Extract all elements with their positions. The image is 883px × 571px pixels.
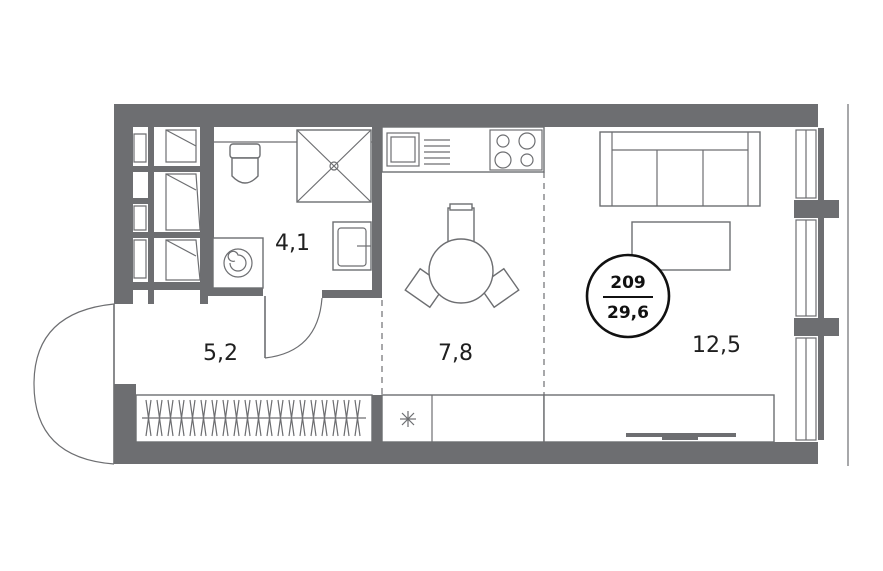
bathroom-door[interactable] (264, 296, 323, 359)
sofa-icon (599, 131, 761, 207)
wardrobe-hangers (145, 399, 361, 437)
entrance-door[interactable] (33, 303, 115, 465)
sink-icon (332, 221, 372, 271)
unit-total-area: 29,6 (607, 303, 649, 323)
area-label-living: 12,5 (692, 333, 741, 358)
toilet-icon (229, 143, 261, 184)
kitchen-sink-icon (386, 132, 450, 167)
exterior-walls (114, 104, 839, 464)
windows-right (795, 129, 817, 441)
shower-tray-icon (296, 129, 372, 203)
area-label-hallway: 5,2 (203, 341, 238, 366)
bathroom: 4,1 (208, 127, 382, 298)
tv-icon (626, 433, 736, 440)
dining-table (404, 203, 520, 309)
kitchen: 7,8 (381, 126, 545, 443)
washing-machine-icon (212, 237, 264, 289)
unit-badge: 209 29,6 (585, 253, 671, 339)
hanger-lines (145, 399, 361, 437)
area-label-kitchen: 7,8 (438, 341, 473, 366)
area-label-bathroom: 4,1 (275, 231, 310, 256)
ventilation-icon (400, 411, 416, 427)
living-room: 12,5 (543, 131, 775, 443)
unit-number: 209 (610, 273, 646, 293)
cooktop-icon (489, 129, 543, 171)
wardrobe-shelving (125, 127, 208, 304)
